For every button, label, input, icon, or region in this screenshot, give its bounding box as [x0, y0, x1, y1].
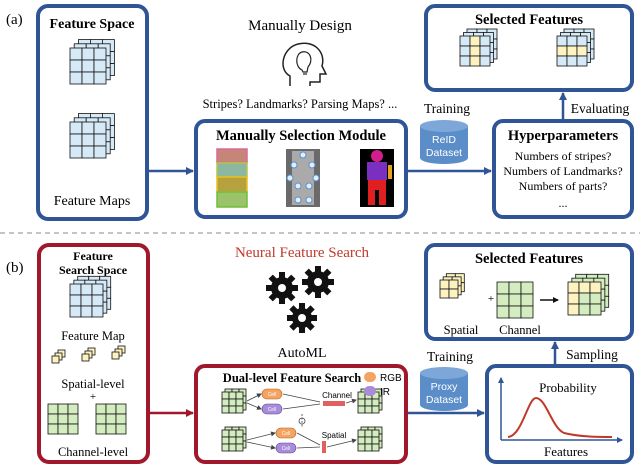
channel-attention-bar — [323, 401, 345, 406]
spatial-level-cubes — [51, 345, 126, 364]
selected-features-title-a: Selected Features — [475, 12, 583, 28]
feature-space-box — [36, 4, 149, 221]
training-label-b: Training — [427, 349, 473, 364]
hyper-line-landmarks: Numbers of Landmarks? — [503, 164, 622, 178]
selected-channel-cube — [496, 281, 534, 319]
selected-spatial-label: Spatial — [444, 323, 479, 337]
cell-pills — [261, 388, 297, 454]
feature-maps-caption: Feature Maps — [54, 194, 131, 209]
legend-rgb: RGB — [380, 373, 402, 384]
channel-level-cubes — [47, 403, 127, 435]
search-space-title-1: Feature — [73, 249, 113, 263]
legend-ir: IR — [380, 387, 390, 398]
automl-label: AutoML — [278, 346, 327, 361]
search-feature-map-cube — [69, 275, 112, 318]
stripes-thumbnail — [216, 148, 248, 208]
selected-plus: + — [488, 293, 494, 305]
hyper-line-parts: Numbers of parts? — [519, 179, 608, 193]
probability-ylabel: Probability — [539, 380, 597, 395]
channel-level-label: Channel-level — [58, 445, 129, 459]
reid-dataset-cylinder — [420, 120, 468, 164]
evaluating-label-a: Evaluating — [571, 101, 630, 116]
feature-map-cube-top — [69, 39, 115, 85]
nfs-title: Neural Feature Search — [235, 245, 370, 261]
probability-curve — [507, 396, 613, 438]
training-label-a: Training — [424, 101, 470, 116]
svg-text:Cell: Cell — [268, 392, 277, 398]
hyperparameters-box — [492, 119, 634, 219]
selected-features-box-a — [424, 4, 634, 92]
selected-combined-cube — [567, 273, 610, 316]
hyperparameters-title: Hyperparameters — [508, 128, 619, 144]
hyper-line-stripes: Numbers of stripes? — [515, 149, 612, 163]
spatial-branch-label: Spatial — [322, 431, 347, 440]
reid-dataset-line1: ReID — [432, 134, 456, 146]
selected-features-title-b: Selected Features — [475, 251, 583, 267]
hyper-line-ellipsis: ... — [559, 196, 568, 210]
parsing-map-thumbnail — [360, 149, 394, 207]
selected-cube-a-right — [556, 28, 595, 67]
search-space-title-2: Search Space — [59, 263, 128, 277]
feature-map-label: Feature Map — [61, 329, 125, 343]
design-question: Stripes? Landmarks? Parsing Maps? ... — [203, 97, 398, 111]
proxy-dataset-line2: Dataset — [426, 394, 462, 406]
panel-b-label: (b) — [6, 260, 24, 276]
selected-spatial-cube — [439, 273, 465, 299]
panel-a-label: (a) — [6, 12, 23, 28]
selection-module-title: Manually Selection Module — [216, 128, 387, 144]
manually-design-title: Manually Design — [248, 18, 352, 34]
cell-labels: Cell Cell Cell Cell — [268, 392, 291, 452]
dual-output-cube-bottom — [357, 426, 383, 452]
feature-space-title: Feature Space — [50, 17, 135, 32]
rgb-ir-legend — [364, 372, 376, 396]
svg-text:Cell: Cell — [282, 431, 291, 437]
selected-cube-a-left — [459, 28, 498, 67]
dual-input-cube-bottom — [221, 426, 247, 452]
probability-xlabel: Features — [544, 444, 588, 459]
dual-level-title: Dual-level Feature Search — [223, 371, 361, 385]
svg-text:Cell: Cell — [282, 446, 291, 452]
proxy-dataset-line1: Proxy — [431, 381, 459, 393]
channel-branch-label: Channel — [322, 391, 352, 400]
reid-dataset-line2: Dataset — [426, 147, 462, 159]
landmarks-thumbnail — [286, 149, 320, 207]
feature-map-cube-bottom — [69, 113, 115, 159]
selected-channel-label: Channel — [499, 323, 541, 337]
dual-input-cube-top — [221, 388, 247, 414]
dual-level-box — [194, 364, 408, 464]
spatial-attention-bar — [322, 441, 326, 453]
svg-text:Cell: Cell — [268, 407, 277, 413]
dual-flow-lines — [246, 393, 357, 450]
spatial-level-label: Spatial-level — [61, 377, 125, 391]
sampling-label-b: Sampling — [566, 347, 618, 362]
head-lightbulb-icon — [282, 42, 328, 86]
gears-icon — [266, 266, 334, 333]
proxy-dataset-cylinder — [420, 367, 468, 411]
search-space-plus: + — [90, 391, 96, 403]
probability-box — [485, 364, 634, 464]
